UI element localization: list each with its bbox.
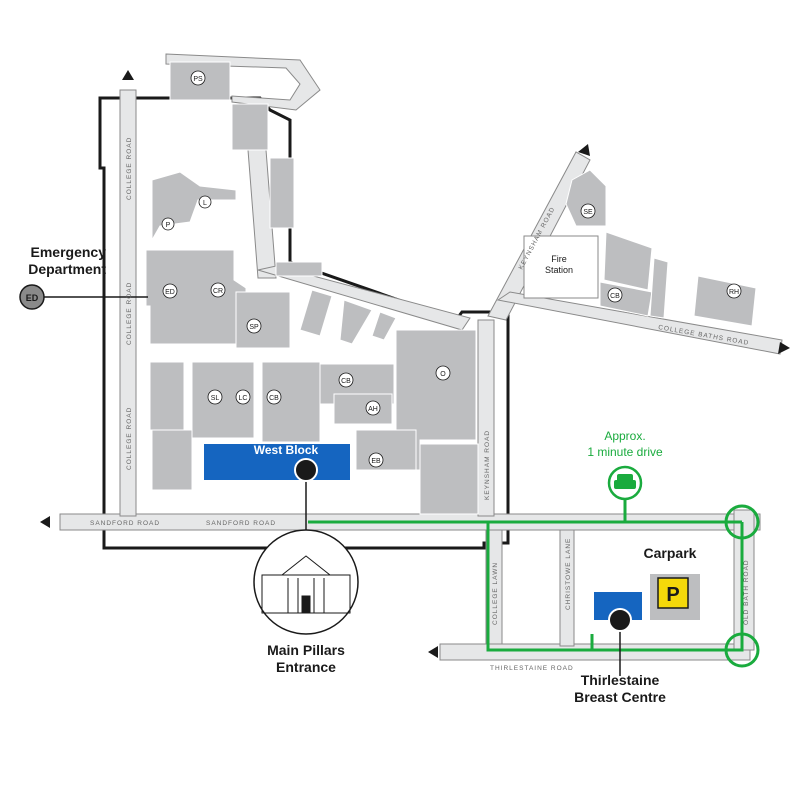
thirlestaine-line2: Breast Centre: [574, 689, 666, 705]
building-codes: PS L P ED CR SP SL LC CB CB AH O EB SE C…: [161, 70, 742, 468]
direction-arrows: [40, 70, 790, 658]
drive-route: [308, 500, 760, 668]
building-code-ps: PS: [193, 76, 203, 83]
building-code-p: P: [166, 222, 171, 229]
building-top-block: [269, 157, 295, 229]
building-code-rh: RH: [729, 289, 739, 296]
ps-access-road: [165, 53, 321, 111]
arrow-west-icon: [40, 516, 50, 528]
route-line-down: [486, 522, 594, 652]
main-pillars-line1: Main Pillars: [267, 642, 345, 658]
building-code-cb-east: CB: [610, 293, 620, 300]
route-line-loop: [592, 522, 744, 652]
building-code-se: SE: [583, 209, 593, 216]
arrow-baths-icon: [778, 342, 790, 354]
fire-station-line1: Fire: [551, 254, 567, 264]
roundabout-bottom: [724, 632, 760, 668]
building-lower-left: [151, 429, 193, 491]
drive-time-label: Approx. 1 minute drive: [560, 428, 690, 460]
parking-symbol: P: [666, 584, 679, 606]
building-ah: [333, 393, 393, 425]
west-block-label: West Block: [254, 443, 319, 457]
building-left-long: [149, 361, 185, 431]
arrow-thirlestaine-icon: [428, 646, 438, 658]
main-pillars-label: Main Pillars Entrance: [246, 642, 366, 676]
building-east-1: [603, 231, 653, 291]
building-code-ed: ED: [165, 289, 175, 296]
pillars-building-icon: [261, 555, 351, 614]
building-wedge-3: [371, 311, 397, 341]
emergency-label-line2: Department: [28, 261, 106, 277]
building-code-o: O: [440, 371, 446, 378]
internal-road-diagonal: [257, 265, 471, 331]
old-bath-road: [733, 509, 755, 651]
building-ed-cr: [145, 249, 247, 345]
building-code-sl: SL: [211, 395, 220, 402]
thirlestaine-road: [439, 643, 751, 661]
road-label-keynsham-lower: KEYNSHAM ROAD: [484, 430, 491, 500]
road-label-old-bath-road: OLD BATH ROAD: [743, 559, 750, 625]
building-strip-1: [275, 261, 323, 277]
christowe-lane: [559, 529, 575, 647]
entrance-illustration: [253, 529, 359, 635]
building-east-low: [419, 443, 479, 515]
parking-sign: [657, 577, 689, 609]
building-wedge-2: [339, 299, 373, 345]
fire-station-line2: Station: [545, 265, 573, 275]
road-label-sandford-right: SANDFORD ROAD: [206, 520, 276, 527]
roads: [59, 53, 783, 661]
drive-time-line1: Approx.: [604, 429, 646, 443]
west-block-building: [204, 444, 350, 480]
college-baths-road: [496, 291, 783, 355]
ed-badge: ED: [26, 293, 39, 303]
road-label-thirlestaine: THIRLESTAINE ROAD: [490, 665, 574, 672]
drive-time-line2: 1 minute drive: [587, 445, 663, 459]
building-top-small: [231, 103, 269, 151]
building-wedge-1: [299, 289, 333, 337]
road-label-sandford-left: SANDFORD ROAD: [90, 520, 160, 527]
keynsham-road-lower: [477, 319, 495, 517]
building-se: [565, 169, 607, 227]
main-pillars-line2: Entrance: [276, 659, 336, 675]
building-l: [151, 171, 237, 242]
road-label-college-mid: COLLEGE ROAD: [126, 282, 133, 345]
road-label-college-low: COLLEGE ROAD: [126, 407, 133, 470]
road-label-christowe-lane: CHRISTOWE LANE: [565, 538, 572, 610]
building-code-sp: SP: [249, 324, 259, 331]
building-code-ah: AH: [368, 406, 378, 413]
thirlestaine-label: Thirlestaine Breast Centre: [560, 672, 680, 706]
thirlestaine-line1: Thirlestaine: [580, 672, 660, 688]
building-code-eb: EB: [371, 458, 381, 465]
thirlestaine-marker: [608, 608, 632, 632]
college-road: [119, 89, 137, 517]
building-code-cb-main: CB: [341, 378, 351, 385]
building-rh: [693, 275, 757, 327]
building-code-cr: CR: [213, 288, 223, 295]
carpark-area: P: [594, 574, 700, 620]
buildings: [145, 61, 757, 515]
building-code-cb-west: CB: [269, 395, 279, 402]
ed-badge-circle: [19, 284, 45, 310]
building-eb: [355, 429, 417, 471]
roundabout-top: [724, 504, 760, 540]
road-label-college-lawn: COLLEGE LAWN: [492, 562, 499, 625]
arrow-north-icon: [122, 70, 134, 80]
building-sp: [235, 291, 291, 349]
building-code-l: L: [203, 200, 207, 207]
building-code-lc: LC: [239, 395, 248, 402]
building-fire-station: [523, 235, 599, 299]
carpark-label: Carpark: [643, 545, 697, 561]
road-label-college-top: COLLEGE ROAD: [126, 137, 133, 200]
emergency-label-line1: Emergency: [30, 244, 106, 260]
arrow-keynsham-icon: [578, 144, 590, 156]
building-east-2: [649, 257, 669, 319]
emergency-label: Emergency Department: [6, 244, 106, 278]
entrance-marker: [294, 458, 318, 482]
car-icon: [614, 474, 636, 489]
